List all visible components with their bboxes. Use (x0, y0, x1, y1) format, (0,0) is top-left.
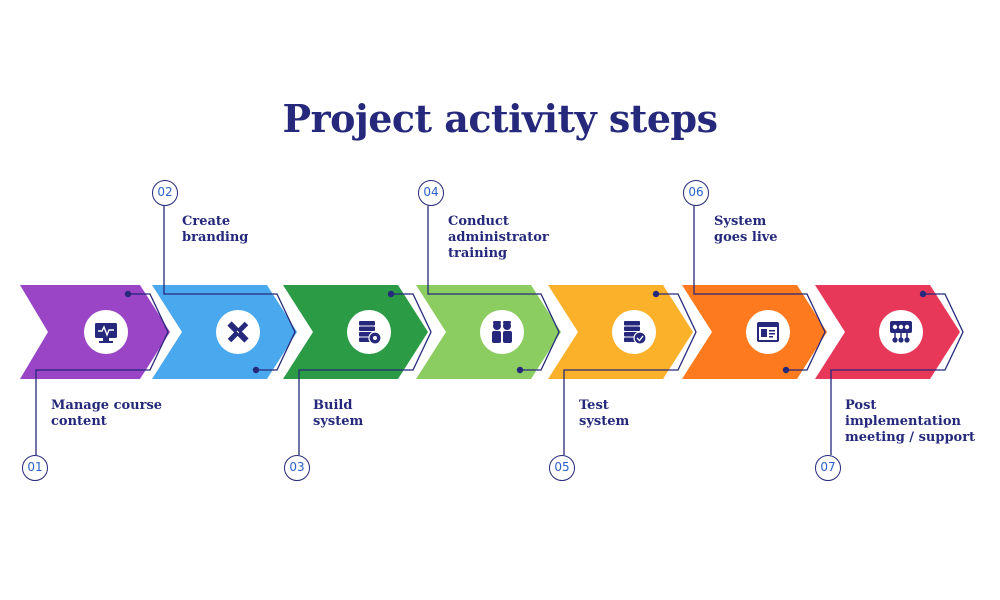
step-label-1: Manage course content (51, 398, 163, 429)
network-board-icon (890, 321, 912, 343)
step-label-5: Test system (579, 398, 630, 429)
step-1-connector-dot (124, 290, 132, 298)
step-6-connector-dot (782, 366, 790, 374)
server-check-icon (624, 321, 647, 345)
step-4-connector-dot (516, 366, 524, 374)
step-2-connector (163, 206, 296, 371)
browser-window-icon (757, 322, 779, 342)
server-gear-icon (359, 321, 382, 345)
step-1-connector (35, 293, 169, 455)
page-title: Project activity steps (282, 96, 719, 141)
step-label-2: Create branding (182, 214, 249, 245)
step-number-5: 05 (549, 455, 575, 481)
monitor-pulse-icon (95, 323, 117, 343)
step-number-3: 03 (284, 455, 310, 481)
step-2-connector-dot (252, 366, 260, 374)
step-7-connector (830, 293, 964, 455)
step-3-chevron (283, 285, 432, 455)
step-6-chevron (682, 206, 827, 379)
step-5-chevron (548, 285, 697, 455)
step-4-connector (427, 206, 560, 371)
step-label-3: Build system (313, 398, 364, 429)
step-3-connector (298, 293, 432, 455)
step-label-7: Post implementation meeting / support (845, 398, 976, 445)
step-2-chevron (152, 206, 297, 379)
step-5-connector-dot (652, 290, 660, 298)
step-label-6: System goes live (714, 214, 778, 245)
step-label-4: Conduct administrator training (448, 214, 549, 261)
step-number-2: 02 (152, 180, 178, 206)
step-6-connector (693, 206, 826, 371)
step-number-1: 01 (22, 455, 48, 481)
step-number-7: 07 (815, 455, 841, 481)
step-3-connector-dot (387, 290, 395, 298)
step-7-chevron (815, 285, 964, 455)
pencil-ruler-icon (227, 321, 249, 343)
step-number-6: 06 (683, 180, 709, 206)
step-1-chevron (20, 285, 170, 455)
workers-icon (492, 321, 512, 343)
step-5-connector (563, 293, 697, 455)
step-7-connector-dot (919, 290, 927, 298)
step-4-chevron (416, 206, 561, 379)
step-number-4: 04 (418, 180, 444, 206)
